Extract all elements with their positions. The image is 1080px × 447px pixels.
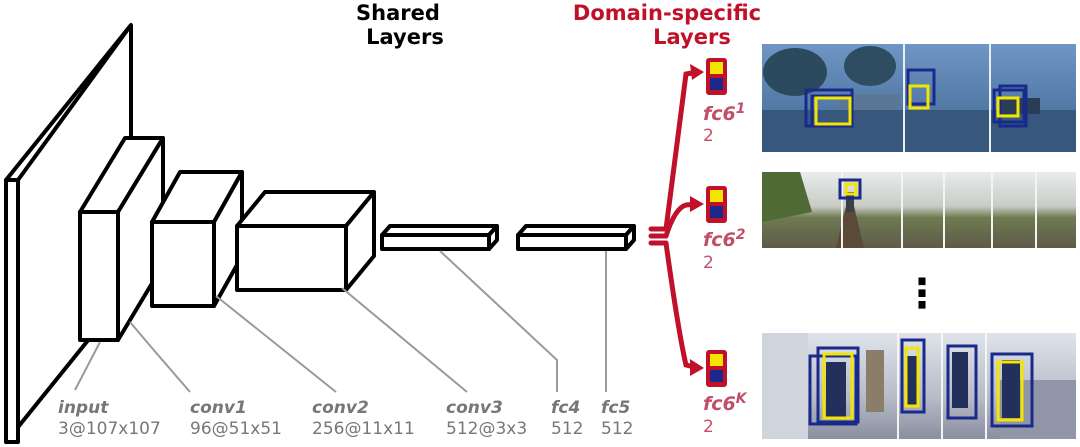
ellipsis-more-domains: ⋮ — [902, 271, 942, 317]
input-leader-line — [74, 341, 101, 391]
conv1-leader-line — [129, 321, 191, 393]
fc6-branch-2-label: fc62 — [703, 227, 746, 251]
fc5-name-label: fc5 — [601, 398, 630, 418]
shared-layers-header-line1: Shared — [356, 1, 440, 25]
fc6-branch-1-label: fc61 — [703, 101, 746, 125]
conv2-name-label: conv2 — [312, 398, 369, 418]
fc4-layer-block — [380, 224, 499, 251]
layer-labels: input 3@107x107 conv1 96@51x51 conv2 256… — [58, 398, 633, 439]
domain-k-image-sequence — [762, 333, 1076, 439]
fc5-layer-block — [516, 224, 636, 251]
input-name-label: input — [58, 398, 109, 418]
branch-arrows — [648, 69, 701, 371]
fc4-name-label: fc4 — [551, 398, 580, 418]
leader-lines — [74, 250, 607, 393]
arrowhead-1 — [690, 64, 704, 80]
branch-arrowheads — [690, 64, 704, 376]
arrowhead-2 — [690, 196, 704, 212]
fc6-branch-1-dims: 2 — [703, 126, 714, 146]
conv1-name-label: conv1 — [190, 398, 247, 418]
conv2-leader-line — [215, 295, 337, 393]
conv3-name-label: conv3 — [446, 398, 503, 418]
fc6-unit-icon-3 — [706, 350, 727, 387]
branch-arrow-3 — [663, 240, 701, 371]
input-layer-block — [4, 23, 133, 444]
domain-1-image-sequence — [762, 44, 1076, 152]
fc4-leader-line — [439, 250, 558, 392]
fc4-dims-label: 512 — [551, 419, 583, 439]
domain-2-image-sequence — [762, 172, 1076, 248]
shared-layers-header-line2: Layers — [366, 25, 444, 49]
conv2-layer-block — [150, 170, 244, 308]
fc6-unit-icon-1 — [706, 58, 727, 95]
conv2-dims-label: 256@11x11 — [312, 419, 415, 439]
branch-arrow-1 — [663, 69, 701, 232]
conv3-leader-line — [341, 287, 468, 393]
conv1-dims-label: 96@51x51 — [190, 419, 282, 439]
arrowhead-3 — [690, 359, 704, 376]
fc6-branch-2-dims: 2 — [703, 253, 714, 273]
conv1-layer-block — [78, 136, 165, 342]
fc6-labels: fc61 2 fc62 2 fc6K 2 — [703, 101, 748, 437]
fc6-unit-icon-2 — [706, 186, 727, 223]
fc6-branch-k-label: fc6K — [703, 391, 748, 415]
branch-arrow-2 — [663, 201, 701, 239]
fc6-branch-k-dims: 2 — [703, 417, 714, 437]
input-dims-label: 3@107x107 — [58, 419, 161, 439]
conv3-layer-block — [235, 190, 376, 292]
section-headers: Shared Layers Domain-specific Layers — [356, 1, 761, 49]
domain-specific-header-line1: Domain-specific — [573, 1, 761, 25]
conv3-dims-label: 512@3x3 — [446, 419, 527, 439]
fc5-dims-label: 512 — [601, 419, 633, 439]
domain-specific-header-line2: Layers — [653, 25, 731, 49]
